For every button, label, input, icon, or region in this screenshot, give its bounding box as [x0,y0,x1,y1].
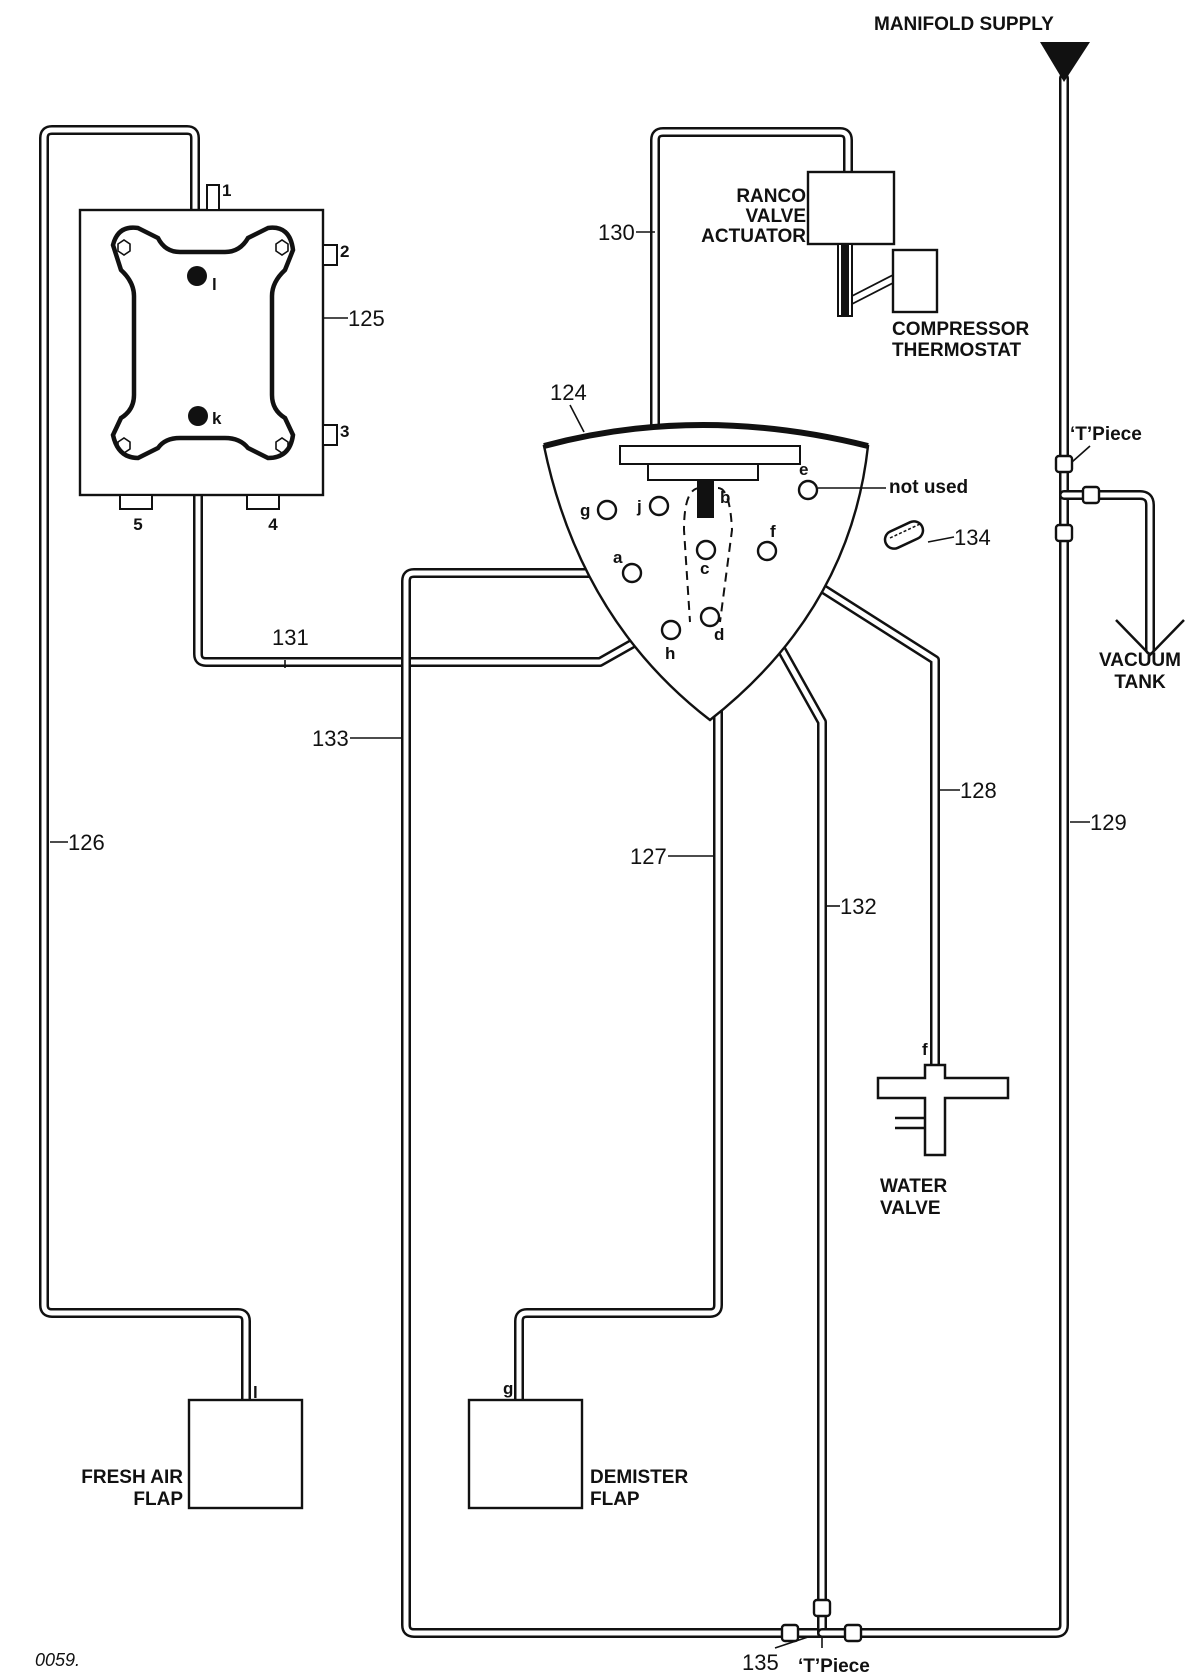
part-129-label: 129 [1090,810,1127,835]
terminal-1-label: 1 [222,181,231,200]
switch-port-k-label: k [212,409,222,428]
part-128-label: 128 [960,778,997,803]
demister-label-line1: DEMISTER [590,1467,688,1488]
ranco-label-line1: RANCO [736,186,806,207]
valve-port-a [621,562,643,584]
valve-port-g-label: g [580,501,590,520]
valve-port-c-label: c [700,559,709,578]
valve-port-d [699,606,721,628]
part-125-label: 125 [348,306,385,331]
pipe-126 [39,125,251,1405]
part-131-label: 131 [272,625,309,650]
water-valve [876,1063,1010,1157]
terminal-5-label: 5 [133,515,142,534]
valve-port-b-label: b [720,488,730,507]
part-126-label: 126 [68,830,105,855]
pipe-127 [514,507,723,1405]
valve-port-a-label: a [613,548,623,567]
valve-port-j-label: j [636,497,642,516]
part-134-label: 134 [954,525,991,550]
t-piece-bottom-label: ‘T’Piece [798,1656,870,1672]
control-valve-124 [542,422,870,722]
fresh-air-label-line2: FLAP [133,1489,183,1510]
part-132-label: 132 [840,894,877,919]
switch-port-l-label: l [212,275,217,294]
compressor-label-line2: THERMOSTAT [892,340,1022,361]
terminal-3-label: 3 [340,422,349,441]
pipe-131 [193,415,665,667]
switch-port-l [187,266,207,286]
part-135-label: 135 [742,1650,779,1672]
vacuum-tank-label-line1: VACUUM [1099,650,1181,671]
demister-label-line2: FLAP [590,1489,640,1510]
ranco-label-line3: ACTUATOR [701,226,806,247]
valve-port-j [648,495,670,517]
water-valve-port-f-label: f [922,1040,928,1059]
part-127-label: 127 [630,844,667,869]
valve-port-g [596,499,618,521]
manifold-supply-funnel [1040,42,1090,82]
pipe-130 [650,127,853,510]
pipe-129 [817,73,1069,1638]
water-valve-label-line1: WATER [880,1176,947,1197]
filter-134 [883,520,925,550]
fresh-air-flap [187,1398,304,1510]
vacuum-tank-label-line2: TANK [1114,672,1166,693]
not-used-label: not used [889,477,968,498]
vacuum-tank-arrow [1115,619,1185,657]
selector-switch-125 [78,184,338,510]
manifold-supply-label: MANIFOLD SUPPLY [874,14,1054,35]
valve-port-f [756,540,778,562]
demister-port-g-label: g [503,1379,513,1398]
water-valve-label-line2: VALVE [880,1198,941,1219]
valve-port-c [695,539,717,561]
valve-port-h-label: h [665,644,675,663]
part-130-label: 130 [598,220,635,245]
terminal-4-label: 4 [268,515,278,534]
part-124-label: 124 [550,380,587,405]
valve-port-d-label: d [714,625,724,644]
t-piece-top-label: ‘T’Piece [1070,424,1142,445]
compressor-label-line1: COMPRESSOR [892,319,1030,340]
footer-code: 0059. [35,1650,80,1670]
valve-port-e [797,479,819,501]
pipe-connectors [780,454,1101,1643]
switch-port-k [188,406,208,426]
ranco-valve-actuator [806,170,939,317]
ranco-label-line2: VALVE [745,206,806,227]
fresh-air-port-l-label: l [253,1383,258,1402]
valve-port-e-label: e [799,460,808,479]
pipe-vacuum-tank [1059,490,1155,655]
part-133-label: 133 [312,726,349,751]
valve-port-f-label: f [770,522,776,541]
pipe-133 [401,568,827,1638]
valve-port-h [660,619,682,641]
fresh-air-label-line1: FRESH AIR [81,1467,183,1488]
terminal-2-label: 2 [340,242,349,261]
demister-flap [467,1398,584,1510]
